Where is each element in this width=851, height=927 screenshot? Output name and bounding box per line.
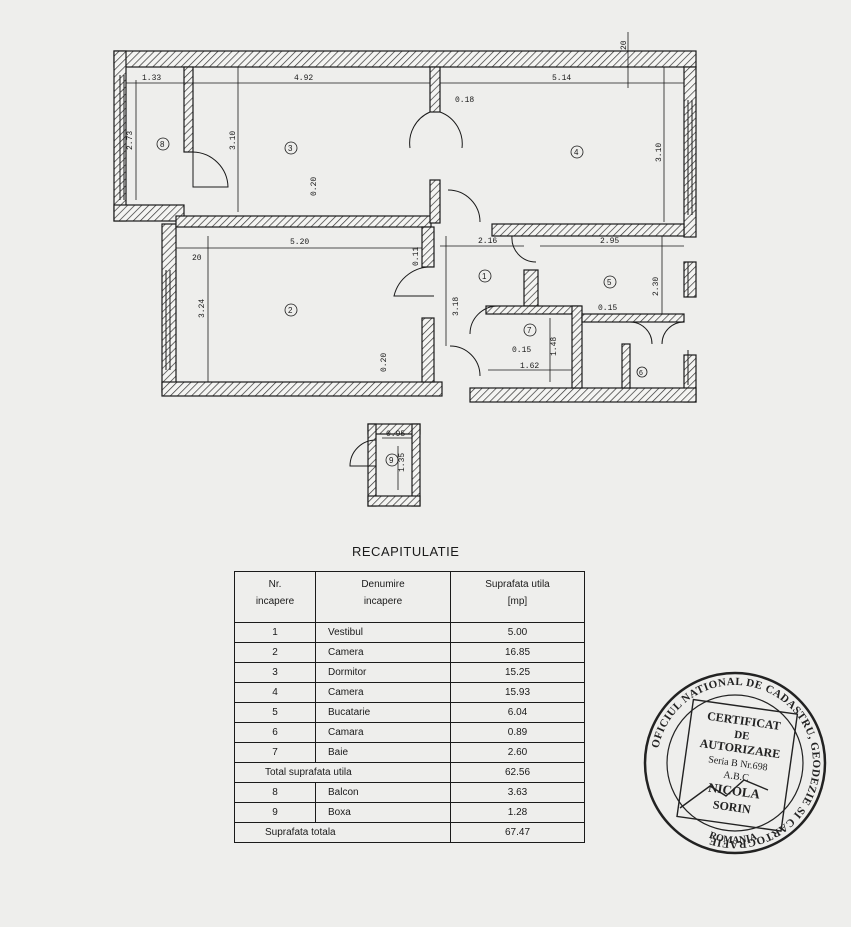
total-row: Suprafata totala 67.47 bbox=[234, 822, 585, 843]
recap-header-row: Nr. incapere Denumire incapere Suprafata… bbox=[234, 571, 585, 623]
dim-162: 1.62 bbox=[520, 362, 539, 371]
dim-020a: 0.20 bbox=[310, 177, 319, 196]
room-labels bbox=[156, 137, 648, 467]
dim-top-3: 5.14 bbox=[552, 74, 571, 83]
room-number-3: 3 bbox=[288, 144, 293, 153]
total-label: Suprafata totala bbox=[234, 822, 451, 843]
row-area: 0.89 bbox=[450, 722, 585, 743]
room-number-1: 1 bbox=[482, 272, 487, 281]
room-number-5: 5 bbox=[607, 278, 612, 287]
row-area: 15.93 bbox=[450, 682, 585, 703]
row-nr: 7 bbox=[234, 742, 316, 763]
dim-015a: 0.15 bbox=[598, 304, 617, 313]
header-name: Denumire incapere bbox=[315, 571, 451, 623]
dim-295: 2.95 bbox=[600, 237, 619, 246]
floor-plan: 1.33 4.92 5.14 0.18 5.20 2.16 2.95 0.15 … bbox=[113, 32, 697, 507]
header-area-line1: Suprafata utila bbox=[485, 579, 550, 590]
walls bbox=[113, 50, 697, 507]
room-number-9: 9 bbox=[389, 456, 394, 465]
dim-top-1: 1.33 bbox=[142, 74, 161, 83]
row-nr: 1 bbox=[234, 622, 316, 643]
total-useful-value: 62.56 bbox=[450, 762, 585, 783]
dim-273: 2.73 bbox=[126, 131, 135, 150]
row-nr: 9 bbox=[234, 802, 316, 823]
table-row: 3 Dormitor 15.25 bbox=[234, 662, 585, 683]
signature bbox=[679, 779, 769, 809]
total-useful-label: Total suprafata utila bbox=[234, 762, 451, 783]
row-nr: 6 bbox=[234, 722, 316, 743]
row-name: Camera bbox=[315, 682, 451, 703]
row-nr: 2 bbox=[234, 642, 316, 663]
total-value: 67.47 bbox=[450, 822, 585, 843]
table-row: 2 Camera 16.85 bbox=[234, 642, 585, 663]
stamp-line-6: NICOLA bbox=[707, 780, 761, 802]
row-area: 2.60 bbox=[450, 742, 585, 763]
dim-015b: 0.15 bbox=[512, 346, 531, 355]
header-area: Suprafata utila [mp] bbox=[450, 571, 585, 623]
dim-20-top: 20 bbox=[620, 40, 629, 50]
dim-310b: 3.10 bbox=[655, 143, 664, 162]
row-name: Camara bbox=[315, 722, 451, 743]
dim-011: 0.11 bbox=[412, 247, 421, 266]
row-area: 15.25 bbox=[450, 662, 585, 683]
row-name: Baie bbox=[315, 742, 451, 763]
header-nr: Nr. incapere bbox=[234, 571, 316, 623]
row-area: 16.85 bbox=[450, 642, 585, 663]
row-area: 3.63 bbox=[450, 782, 585, 803]
dim-310a: 3.10 bbox=[229, 131, 238, 150]
table-row: 5 Bucatarie 6.04 bbox=[234, 702, 585, 723]
dim-20-left: 20 bbox=[192, 254, 202, 263]
table-row: 6 Camara 0.89 bbox=[234, 722, 585, 743]
row-area: 5.00 bbox=[450, 622, 585, 643]
recap-title: RECAPITULATIE bbox=[352, 544, 460, 559]
dim-020b: 0.20 bbox=[380, 353, 389, 372]
row-name: Boxa bbox=[315, 802, 451, 823]
recap-table: Nr. incapere Denumire incapere Suprafata… bbox=[234, 571, 585, 843]
dim-148: 1.48 bbox=[550, 337, 559, 356]
room-number-6: 6 bbox=[639, 370, 643, 377]
table-row: 9 Boxa 1.28 bbox=[234, 802, 585, 823]
table-row: 1 Vestibul 5.00 bbox=[234, 622, 585, 643]
header-name-line1: Denumire bbox=[361, 579, 405, 590]
header-area-line2: [mp] bbox=[507, 596, 528, 607]
dim-top-2: 4.92 bbox=[294, 74, 313, 83]
room-number-7: 7 bbox=[527, 326, 532, 335]
row-name: Dormitor bbox=[315, 662, 451, 683]
room-number-4: 4 bbox=[574, 148, 579, 157]
room-number-2: 2 bbox=[288, 306, 293, 315]
dim-135: 1.35 bbox=[398, 453, 407, 472]
total-useful-row: Total suprafata utila 62.56 bbox=[234, 762, 585, 783]
cadastre-stamp: OFICIUL NATIONAL DE CADASTRU, GEODEZIE S… bbox=[643, 671, 827, 855]
row-area: 1.28 bbox=[450, 802, 585, 823]
dim-230: 2.30 bbox=[652, 277, 661, 296]
header-nr-line1: Nr. bbox=[268, 579, 282, 590]
row-name: Vestibul bbox=[315, 622, 451, 643]
dimension-lines bbox=[126, 32, 684, 490]
row-name: Bucatarie bbox=[315, 702, 451, 723]
dim-520: 5.20 bbox=[290, 238, 309, 247]
row-nr: 5 bbox=[234, 702, 316, 723]
stamp-line-7: SORIN bbox=[712, 797, 752, 816]
table-row: 4 Camera 15.93 bbox=[234, 682, 585, 703]
row-area: 6.04 bbox=[450, 702, 585, 723]
dim-324: 3.24 bbox=[198, 299, 207, 318]
row-name: Balcon bbox=[315, 782, 451, 803]
dim-216: 2.16 bbox=[478, 237, 497, 246]
dim-095: 0.95 bbox=[386, 430, 405, 439]
stamp-country: ROMANIA bbox=[708, 830, 759, 846]
row-nr: 8 bbox=[234, 782, 316, 803]
header-nr-line2: incapere bbox=[255, 596, 295, 607]
row-name: Camera bbox=[315, 642, 451, 663]
door-swings bbox=[192, 111, 685, 467]
table-row: 8 Balcon 3.63 bbox=[234, 782, 585, 803]
header-name-line2: incapere bbox=[363, 596, 403, 607]
room-number-8: 8 bbox=[160, 140, 165, 149]
table-row: 7 Baie 2.60 bbox=[234, 742, 585, 763]
dim-wall-018: 0.18 bbox=[455, 96, 474, 105]
windows bbox=[119, 75, 693, 385]
row-nr: 4 bbox=[234, 682, 316, 703]
dim-318: 3.18 bbox=[452, 297, 461, 316]
row-nr: 3 bbox=[234, 662, 316, 683]
stamp-line-2: DE bbox=[733, 729, 750, 743]
